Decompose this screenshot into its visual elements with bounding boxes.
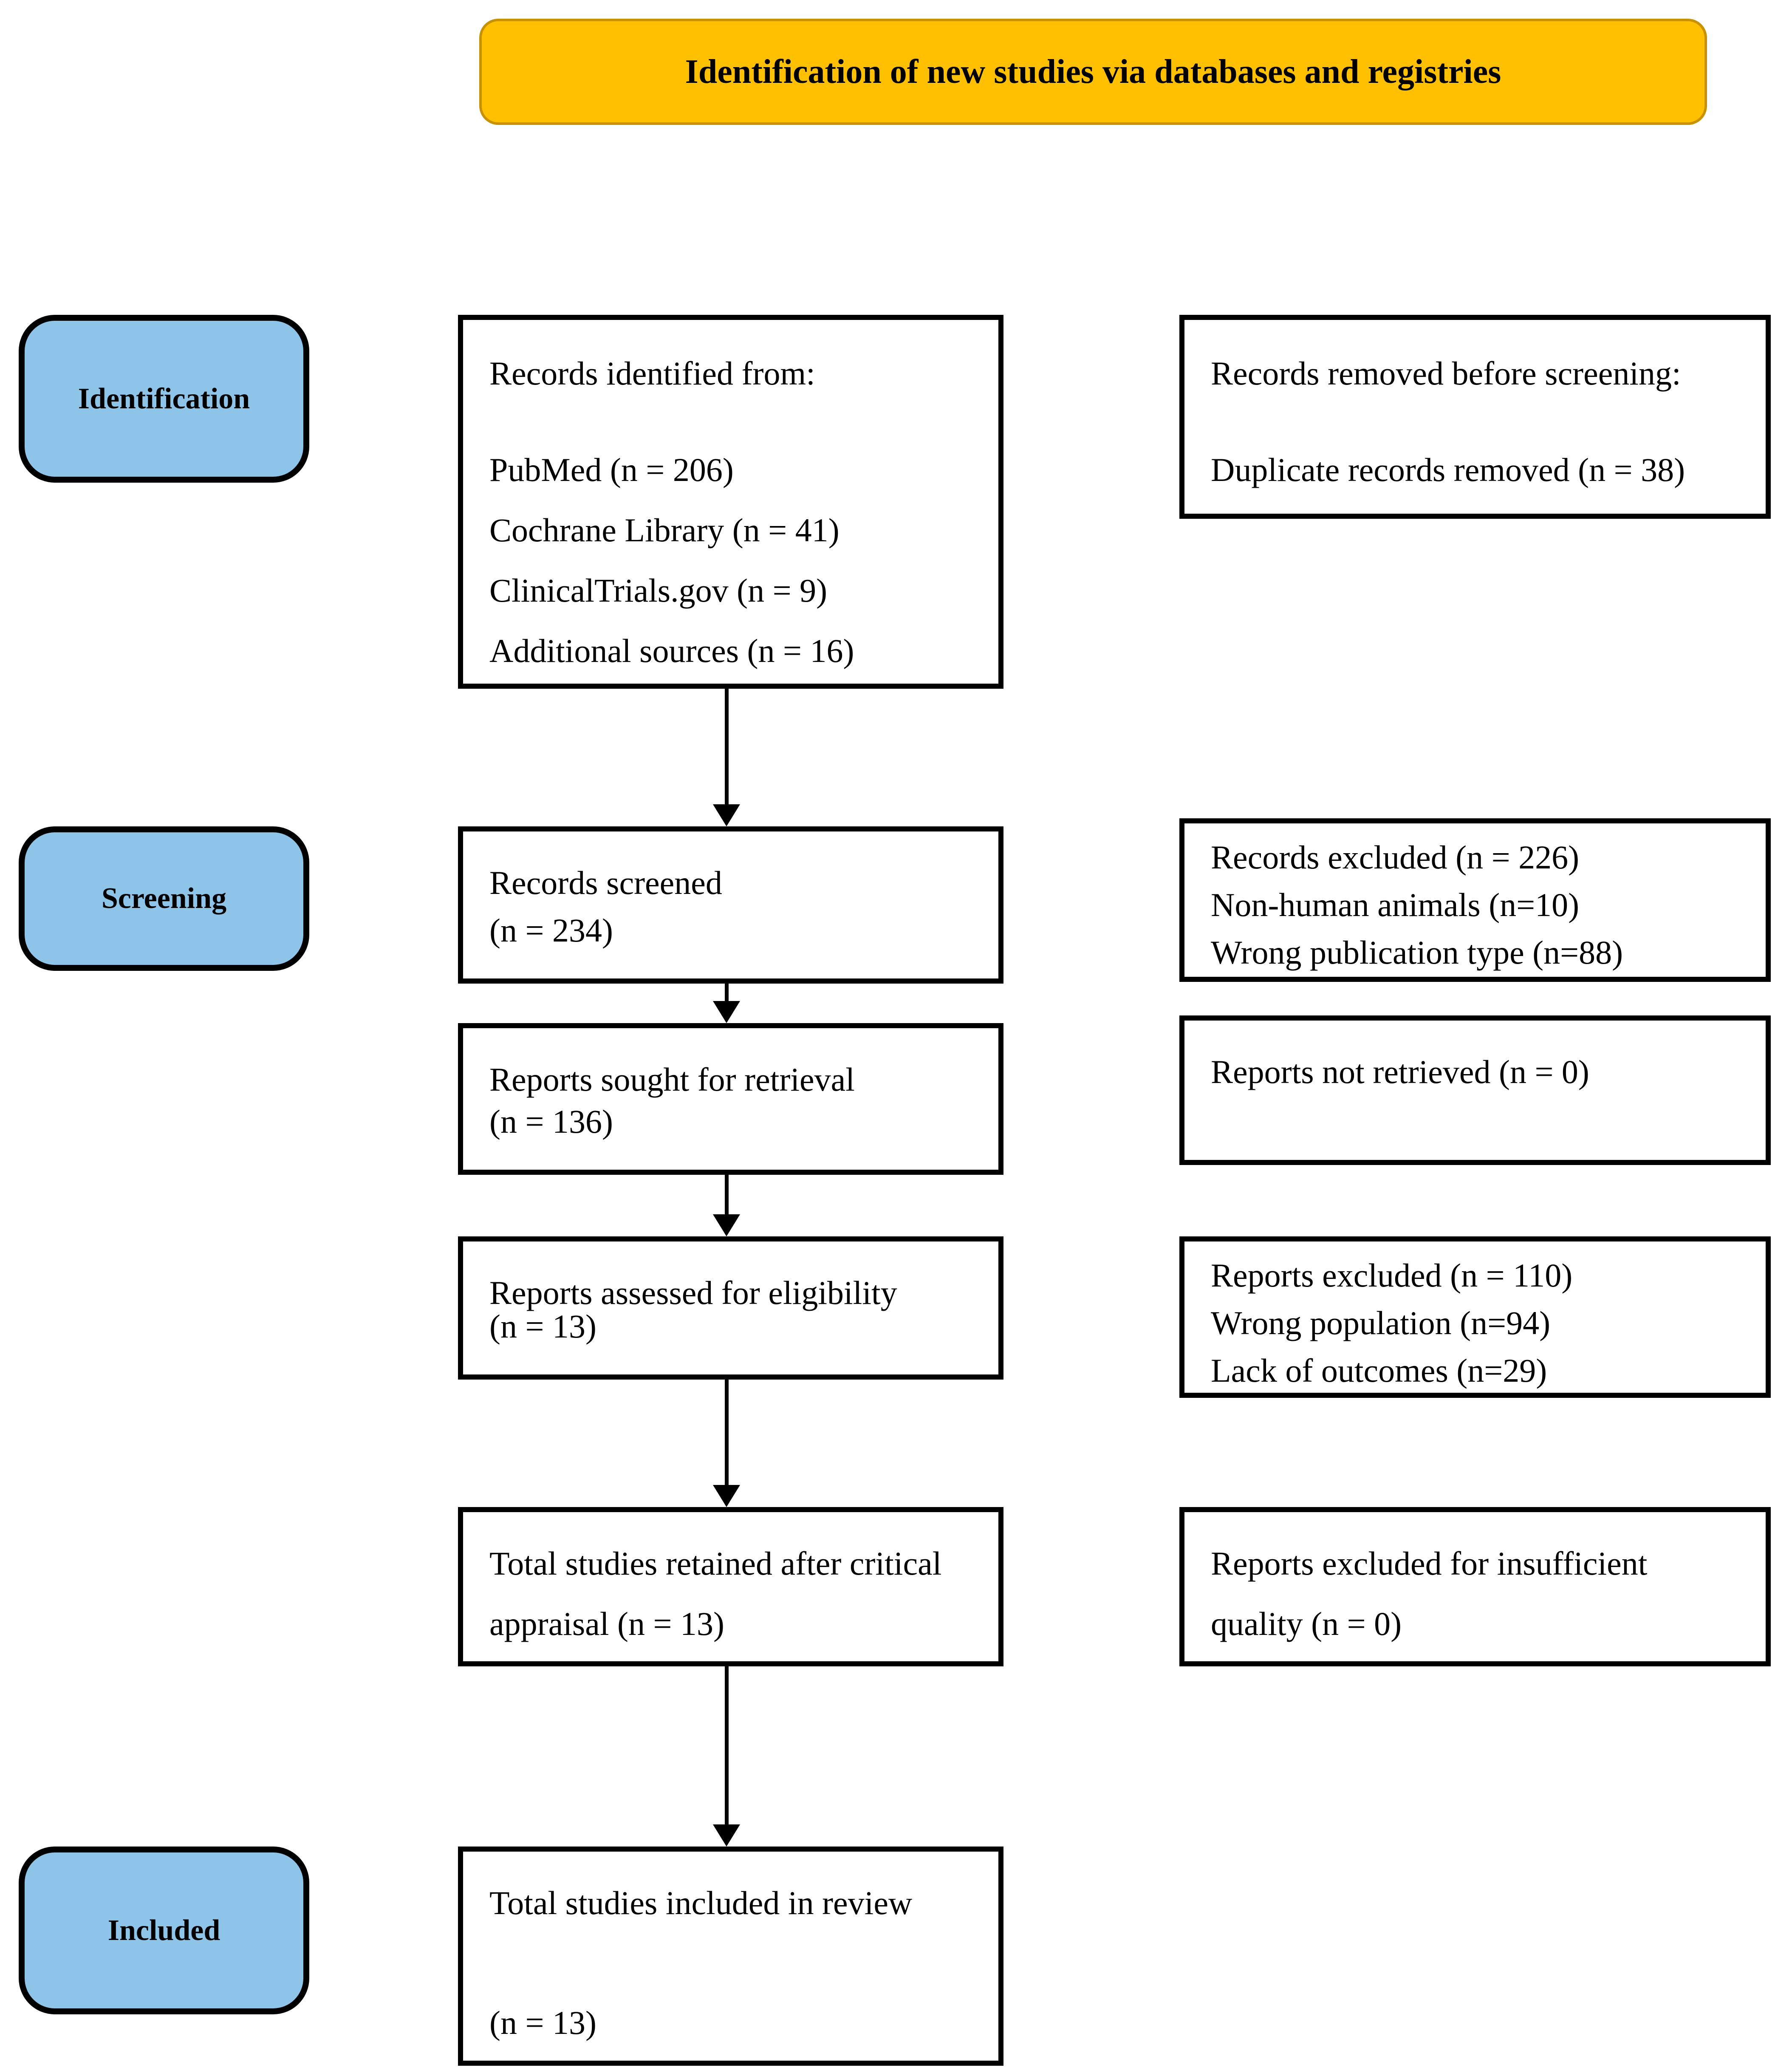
- arrow-shaft: [725, 1380, 729, 1487]
- source-line-cochrane: Cochrane Library (n = 41): [489, 512, 839, 549]
- stage-label-included: Included: [107, 1914, 220, 1947]
- box-heading: Total studies included in review: [489, 1884, 913, 1921]
- blank-line: [489, 1933, 972, 1993]
- n-value: (n = 13): [489, 1308, 596, 1345]
- n-value: (n = 13): [489, 2004, 596, 2041]
- arrow-head-icon: [713, 1001, 740, 1023]
- n-value: (n = 234): [489, 912, 613, 949]
- box-heading: Reports not retrieved (n = 0): [1211, 1053, 1589, 1090]
- stage-label-identification: Identification: [78, 382, 250, 415]
- box-records-excluded: Records excluded (n = 226) Non-human ani…: [1179, 818, 1771, 982]
- exclusion-line-outcomes: Lack of outcomes (n=29): [1211, 1352, 1547, 1389]
- box-excluded-insufficient-quality: Reports excluded for insufficient qualit…: [1179, 1507, 1771, 1666]
- arrow-head-icon: [713, 804, 740, 826]
- arrow-head-icon: [713, 1824, 740, 1847]
- source-line-clinicaltrials: ClinicalTrials.gov (n = 9): [489, 572, 828, 609]
- box-reports-assessed: Reports assessed for eligibility (n = 13…: [458, 1236, 1003, 1380]
- box-heading-line-2: quality (n = 0): [1211, 1605, 1402, 1642]
- box-reports-sought: Reports sought for retrieval (n = 136): [458, 1023, 1003, 1175]
- box-heading-line-2: appraisal (n = 13): [489, 1605, 724, 1642]
- box-reports-not-retrieved: Reports not retrieved (n = 0): [1179, 1015, 1771, 1165]
- box-heading: Reports sought for retrieval: [489, 1061, 855, 1098]
- stage-box-included: Included: [19, 1847, 309, 2014]
- box-heading-line-1: Reports excluded for insufficient: [1211, 1545, 1648, 1582]
- stage-box-screening: Screening: [19, 826, 309, 971]
- source-line-additional: Additional sources (n = 16): [489, 632, 854, 669]
- box-heading: Records excluded (n = 226): [1211, 839, 1580, 876]
- header-title: Identification of new studies via databa…: [685, 53, 1501, 90]
- source-line-pubmed: PubMed (n = 206): [489, 451, 734, 488]
- box-heading: Records removed before screening:: [1211, 355, 1681, 392]
- box-records-removed-before-screening: Records removed before screening: Duplic…: [1179, 315, 1771, 519]
- n-value: (n = 136): [489, 1103, 613, 1140]
- arrow-shaft: [725, 1175, 729, 1216]
- box-heading: Records screened: [489, 864, 722, 901]
- exclusion-line-population: Wrong population (n=94): [1211, 1304, 1551, 1341]
- exclusion-line-non-human: Non-human animals (n=10): [1211, 886, 1580, 923]
- stage-label-screening: Screening: [101, 882, 227, 915]
- exclusion-line-publication-type: Wrong publication type (n=88): [1211, 934, 1623, 971]
- arrow-shaft: [725, 1666, 729, 1826]
- arrow-head-icon: [713, 1485, 740, 1507]
- stage-box-identification: Identification: [19, 315, 309, 483]
- header-banner: Identification of new studies via databa…: [479, 19, 1707, 125]
- box-heading-line-1: Total studies retained after critical: [489, 1545, 942, 1582]
- box-heading: Reports excluded (n = 110): [1211, 1257, 1573, 1294]
- box-reports-excluded: Reports excluded (n = 110) Wrong populat…: [1179, 1236, 1771, 1398]
- box-studies-included: Total studies included in review (n = 13…: [458, 1847, 1003, 2066]
- arrow-head-icon: [713, 1214, 740, 1236]
- box-heading: Reports assessed for eligibility: [489, 1274, 897, 1311]
- box-studies-retained: Total studies retained after critical ap…: [458, 1507, 1003, 1666]
- arrow-shaft: [725, 689, 729, 806]
- arrow-shaft: [725, 984, 729, 1003]
- blank-line: [489, 404, 972, 440]
- box-records-screened: Records screened (n = 234): [458, 826, 1003, 984]
- exclusion-line-duplicates: Duplicate records removed (n = 38): [1211, 451, 1685, 488]
- box-heading: Records identified from:: [489, 355, 815, 392]
- blank-line: [1211, 404, 1739, 440]
- box-records-identified: Records identified from: PubMed (n = 206…: [458, 315, 1003, 689]
